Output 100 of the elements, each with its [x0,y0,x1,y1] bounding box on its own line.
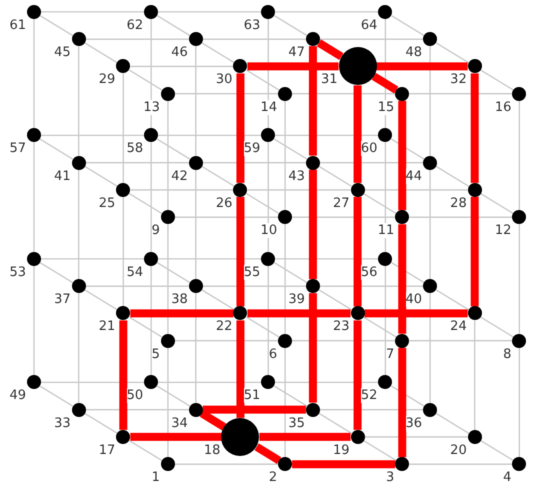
path-edge [247,62,339,70]
grid-line [33,266,35,376]
grid-line [156,386,190,407]
vertex-dot [306,402,320,417]
grid-line [150,142,152,252]
vertex-dot [378,375,392,390]
path-edge [259,432,351,441]
vertex-number: 36 [406,416,422,431]
vertex-dot [261,4,276,19]
grid-line [384,266,386,376]
grid-line [128,316,162,338]
grid-line [40,262,74,284]
grid-line [436,289,470,310]
vertex-dot [27,128,41,142]
grid-line [130,66,234,68]
path-edge [308,46,317,156]
vertex-dot [160,457,175,472]
grid-line [84,412,118,434]
vertex-dot [233,59,248,74]
vertex-dot [72,279,86,294]
grid-line [247,189,351,191]
vertex-dot [278,86,292,101]
grid-line [518,100,520,210]
grid-line [174,340,278,342]
vertex-dot [72,402,86,417]
grid-line [158,11,262,13]
path-edge [119,320,128,430]
vertex-number: 52 [360,388,378,404]
vertex-dot [144,128,158,142]
path-edge [254,443,282,464]
grid-line [158,258,262,260]
grid-line [268,142,269,252]
grid-line [156,15,190,36]
vertex-dot [144,4,158,19]
vertex-dot [423,279,438,294]
grid-line [320,162,424,164]
vertex-dot [116,306,130,320]
vertex-dot [188,402,203,417]
grid-line [391,138,424,160]
grid-line [409,93,512,94]
grid-line [274,138,308,160]
grid-line [33,142,35,252]
grid-line [150,18,152,128]
grid-line [167,100,169,210]
vertex-dot [423,156,438,170]
grid-line [318,166,352,187]
path-edge [202,406,306,414]
path-edge [354,196,362,306]
vertex-dot [188,279,203,294]
vertex-number: 14 [260,100,278,115]
vertex-number: 13 [143,100,160,115]
path-edge [372,72,398,94]
vertex-dot [512,457,526,472]
grid-line [150,266,152,376]
grid-line [41,258,144,260]
vertex-dot [395,457,410,472]
grid-line [409,216,512,218]
vertex-dot [512,86,526,101]
grid-line [167,348,169,458]
vertex-number: 51 [244,388,260,404]
vertex-dot [144,375,158,390]
grid-line [268,266,269,376]
vertex-dot [233,182,248,197]
vertex-dot [395,334,410,348]
vertex-dot [278,334,292,348]
vertex-dot [378,4,392,19]
grid-line [409,464,512,465]
vertex-number: 10 [260,223,278,238]
grid-line [202,162,306,164]
path-edge [236,73,244,183]
grid-line [436,42,470,64]
grid-line [284,100,286,210]
grid-line [409,340,512,342]
path-edge [308,293,317,403]
grid-line [429,293,431,403]
vertex-dot [116,59,130,74]
grid-line [246,316,280,338]
vertex-number: 59 [244,141,260,156]
grid-line [201,42,235,64]
grid-line [384,142,386,252]
vertex-dot [306,32,320,46]
vertex-dot [350,306,365,320]
path-edge [364,309,468,318]
path-edge [470,196,479,306]
path-edge [470,73,479,183]
vertex-dot [233,306,248,320]
vertex-dot [350,182,365,197]
vertex-dot [423,402,438,417]
path-edge [316,39,344,60]
vertex-dot [468,430,482,444]
grid-line [480,440,514,462]
path-edge [130,432,222,441]
large-vertex-dot [221,418,260,456]
grid-line [268,18,269,128]
grid-line [174,464,278,465]
grid-line [274,15,308,36]
path-edge [247,309,351,318]
grid-line [174,216,278,218]
vertex-dot [261,128,276,142]
grid-line [284,224,286,334]
